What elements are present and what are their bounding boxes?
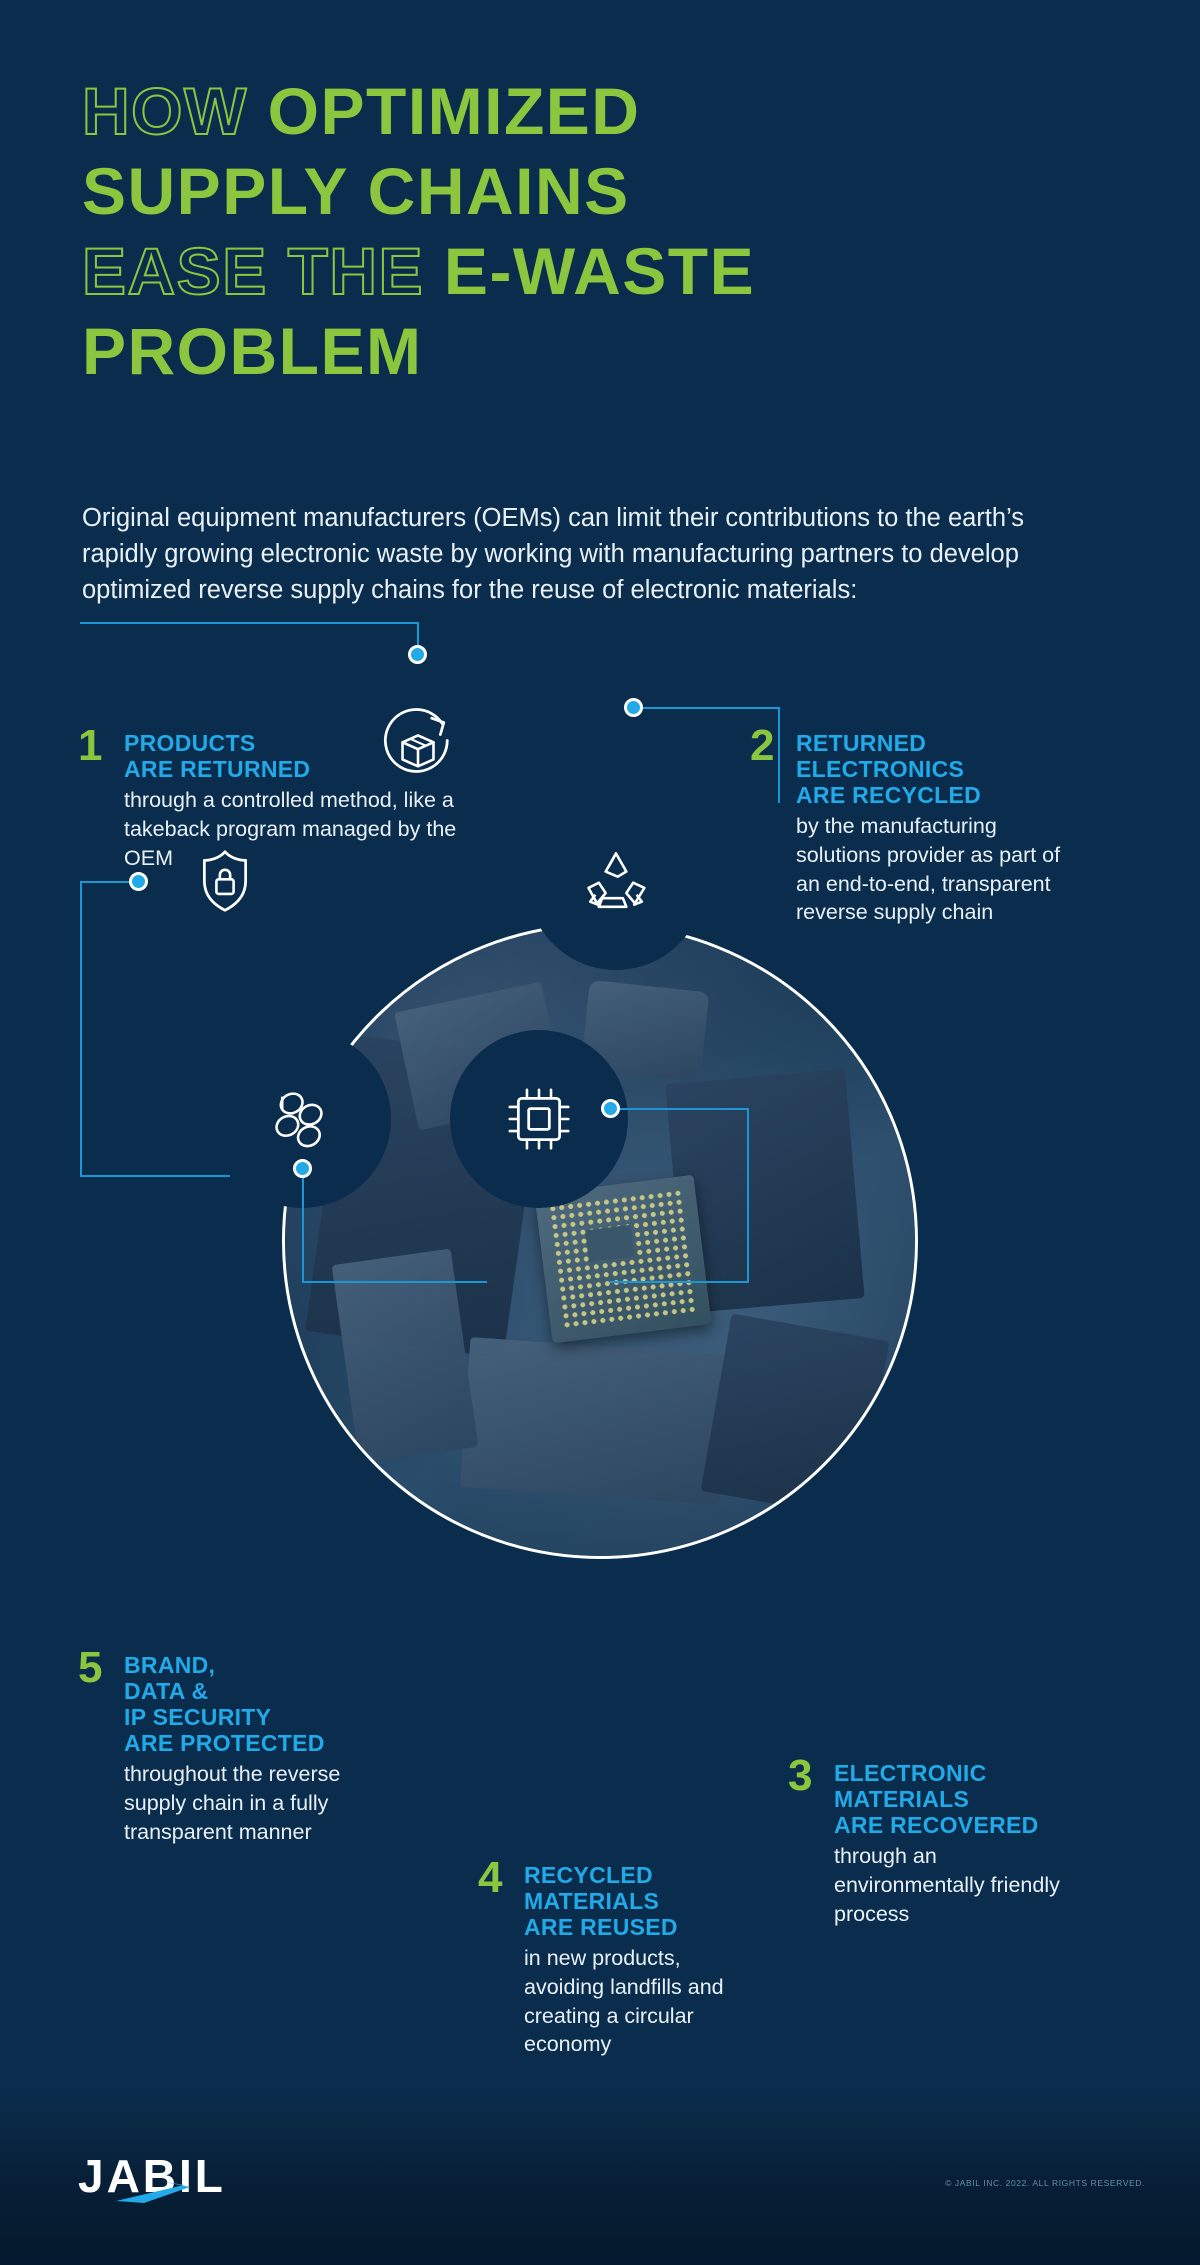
step-4: 4 RECYCLED MATERIALS ARE REUSED in new p… — [478, 1856, 758, 2059]
node-materials-recovered[interactable] — [445, 1025, 633, 1213]
connector-2-top — [690, 707, 780, 709]
recycle-icon — [587, 852, 646, 909]
title-line-1: HOW OPTIMIZED — [81, 77, 1112, 145]
step-3-number: 3 — [788, 1751, 813, 1800]
package-return-icon — [384, 708, 449, 773]
title-word-ease-the: EASE THE — [81, 234, 425, 308]
connector-2-vertical — [778, 707, 780, 803]
step-2-number: 2 — [750, 721, 775, 770]
title-word-problem: PROBLEM — [82, 314, 423, 388]
raw-materials-icon — [275, 1092, 323, 1148]
title-word-how: HOW — [81, 74, 248, 148]
step-4-number: 4 — [478, 1853, 503, 1902]
connector-4-horizontal — [302, 1281, 487, 1283]
step-4-headline-line-2: MATERIALS — [524, 1887, 660, 1914]
step-5: 5 BRAND, DATA & IP SECURITY ARE PROTECTE… — [78, 1646, 408, 1846]
step-4-headline-line-3: ARE REUSED — [524, 1913, 678, 1940]
connector-dot-1 — [408, 645, 427, 664]
connector-1-horizontal — [80, 622, 419, 624]
page-title: HOW OPTIMIZED SUPPLY CHAINS EASE THE E-W… — [81, 77, 1112, 398]
node-products-returned[interactable] — [324, 650, 512, 838]
cycle-diagram — [0, 622, 1200, 1670]
center-photo-ring — [282, 923, 918, 1559]
connector-4-vertical — [302, 1168, 304, 1283]
title-line-2: SUPPLY CHAINS — [82, 158, 1112, 224]
center-photo — [285, 926, 915, 1556]
step-5-headline-line-1: BRAND, — [124, 1652, 216, 1678]
title-line-4: PROBLEM — [82, 318, 1112, 384]
step-1: 1 PRODUCTS ARE RETURNED through a contro… — [78, 724, 488, 872]
title-word-supply-chains: SUPPLY CHAINS — [82, 154, 630, 228]
connector-dot-3 — [601, 1099, 620, 1118]
title-word-ewaste: E-WASTE — [443, 234, 756, 308]
step-5-number: 5 — [78, 1643, 103, 1692]
title-word-optimized: OPTIMIZED — [267, 74, 641, 148]
jabil-swoosh-icon — [116, 2181, 190, 2203]
connector-3-vertical — [747, 1108, 749, 1283]
microchip-icon — [508, 1088, 570, 1150]
step-3: 3 ELECTRONIC MATERIALS ARE RECOVERED thr… — [788, 1754, 1088, 1928]
connector-5-horizontal — [80, 881, 138, 883]
intro-paragraph: Original equipment manufacturers (OEMs) … — [82, 504, 1025, 605]
step-2-headline-line-1: RETURNED — [796, 730, 927, 756]
jabil-logo[interactable]: JABIL — [78, 2148, 278, 2204]
step-2-headline-line-2: ELECTRONICS — [796, 755, 965, 782]
connector-dot-2 — [624, 698, 643, 717]
step-1-body: through a controlled method, like a take… — [124, 787, 457, 870]
step-5-headline-line-4: ARE PROTECTED — [124, 1729, 325, 1756]
title-line-3: EASE THE E-WASTE — [81, 237, 1112, 305]
connector-1-vertical — [417, 622, 419, 652]
step-3-body: through an environmentally friendly proc… — [834, 1843, 1060, 1926]
step-4-body: in new products, avoiding landfills and … — [524, 1945, 724, 2057]
connector-3-bottom — [610, 1281, 749, 1283]
step-4-headline-line-1: RECYCLED — [524, 1862, 653, 1888]
footer: JABIL © JABIL INC. 2022. ALL RIGHTS RESE… — [0, 2090, 1200, 2265]
step-1-number: 1 — [78, 721, 103, 770]
step-3-headline-line-2: MATERIALS — [834, 1785, 970, 1812]
node-brand-data-ip-security[interactable] — [131, 787, 319, 975]
step-2: 2 RETURNED ELECTRONICS ARE RECYCLED by t… — [750, 724, 1080, 927]
copyright-text: © JABIL INC. 2022. ALL RIGHTS RESERVED. — [945, 2178, 1145, 2188]
shield-lock-icon — [202, 850, 248, 912]
step-3-headline-line-1: ELECTRONIC — [834, 1760, 987, 1786]
connector-5-bottom — [80, 1175, 230, 1177]
step-1-headline-line-1: PRODUCTS — [124, 730, 256, 756]
connector-3-horizontal — [610, 1108, 749, 1110]
connector-5-vertical — [80, 881, 82, 1177]
connector-dot-5 — [129, 872, 148, 891]
step-2-body: by the manufacturing solutions provider … — [796, 813, 1061, 925]
connector-dot-4 — [293, 1159, 312, 1178]
step-5-headline-line-3: IP SECURITY — [124, 1703, 272, 1730]
step-3-headline-line-3: ARE RECOVERED — [834, 1811, 1039, 1838]
step-5-headline-line-2: DATA & — [124, 1677, 209, 1704]
step-1-headline-line-2: ARE RETURNED — [124, 755, 311, 782]
step-5-body: throughout the reverse supply chain in a… — [124, 1761, 341, 1844]
node-electronics-recycled[interactable] — [522, 787, 710, 975]
step-2-headline-line-3: ARE RECYCLED — [796, 781, 982, 808]
